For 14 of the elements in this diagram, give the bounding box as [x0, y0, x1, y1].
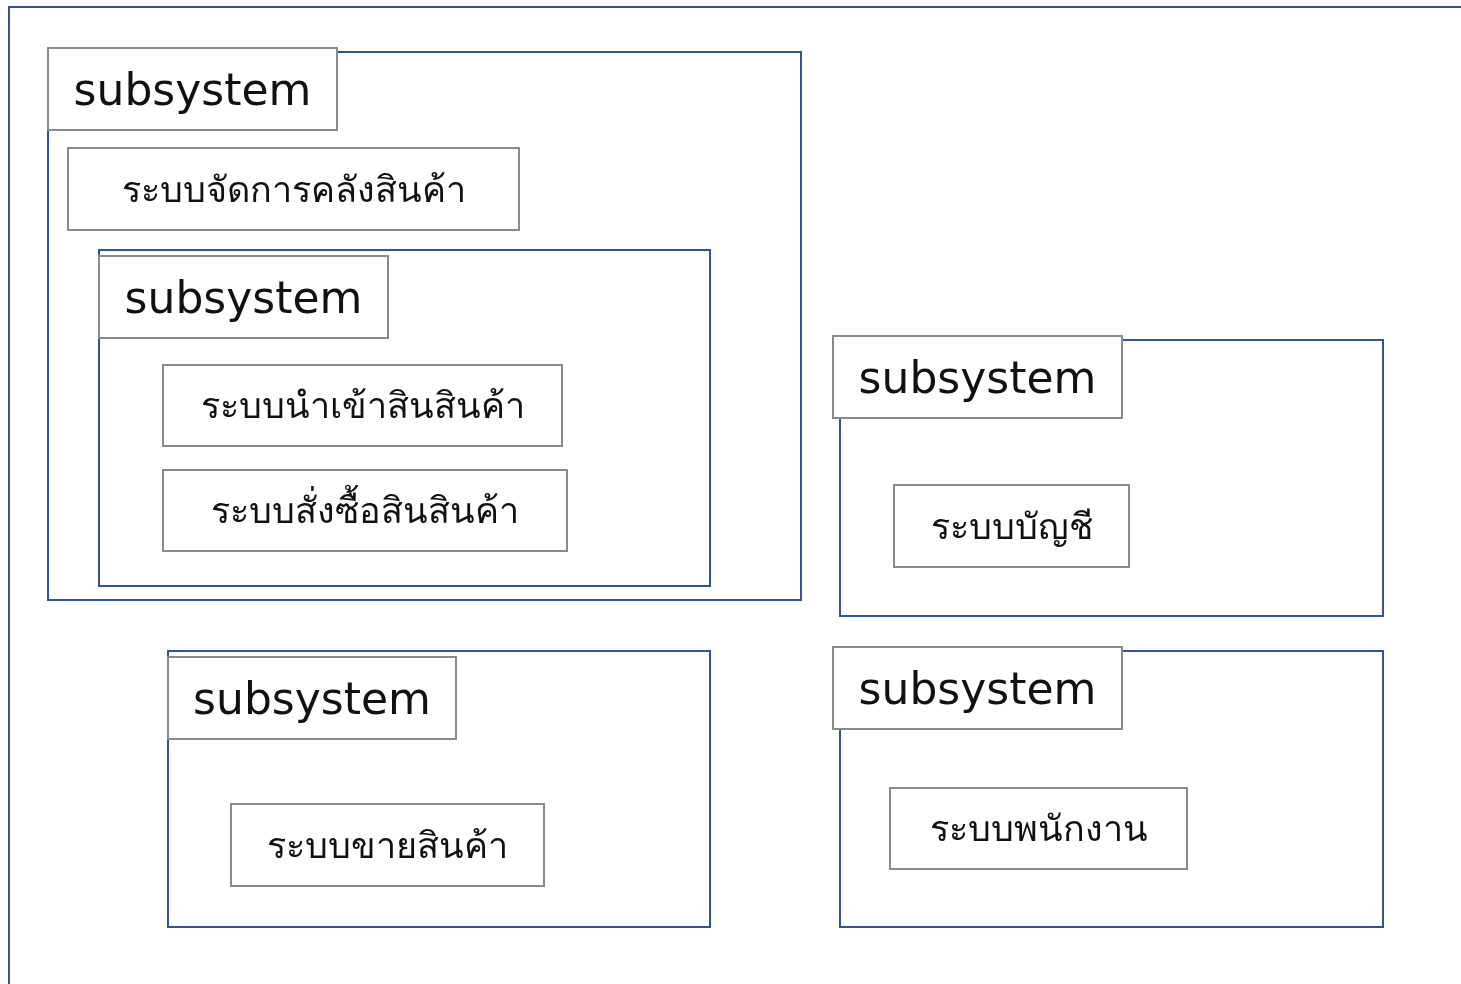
- subsystem-frame: [167, 650, 711, 928]
- subsystem-tab: subsystem: [98, 255, 389, 339]
- subsystem-tab: subsystem: [832, 646, 1123, 730]
- subsystem-tab: subsystem: [47, 47, 338, 131]
- system-box: ระบบจัดการคลังสินค้า: [67, 147, 520, 231]
- subsystem-tab: subsystem: [167, 656, 457, 740]
- system-box: ระบบขายสินค้า: [230, 803, 545, 887]
- system-box: ระบบนำเข้าสินสินค้า: [162, 364, 563, 447]
- subsystem-frame: [98, 249, 711, 587]
- system-box: ระบบสั่งซื้อสินสินค้า: [162, 469, 568, 552]
- system-box: ระบบบัญชี: [893, 484, 1130, 568]
- subsystem-tab: subsystem: [832, 335, 1123, 419]
- outer-frame: [8, 6, 1461, 984]
- system-box: ระบบพนักงาน: [889, 787, 1188, 870]
